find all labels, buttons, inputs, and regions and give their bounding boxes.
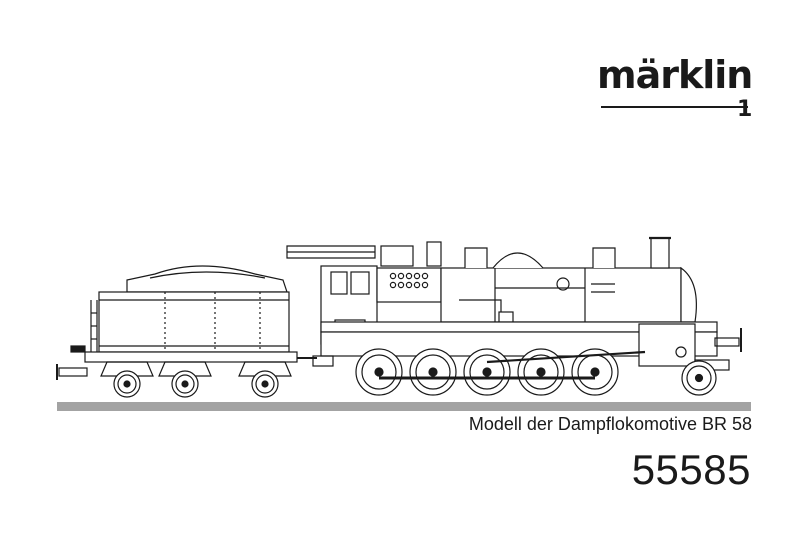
model-number: 55585	[632, 446, 751, 494]
locomotive	[287, 238, 741, 395]
tender	[57, 266, 297, 397]
logo-underline	[601, 106, 748, 108]
document-title: Modell der Dampflokomotive BR 58	[469, 414, 752, 435]
brand-name: märklin	[597, 52, 752, 98]
gauge-number: 1	[737, 98, 752, 122]
rail-bar	[57, 402, 751, 411]
locomotive-illustration	[55, 228, 755, 403]
marklin-logo: märklin 1	[597, 52, 757, 122]
